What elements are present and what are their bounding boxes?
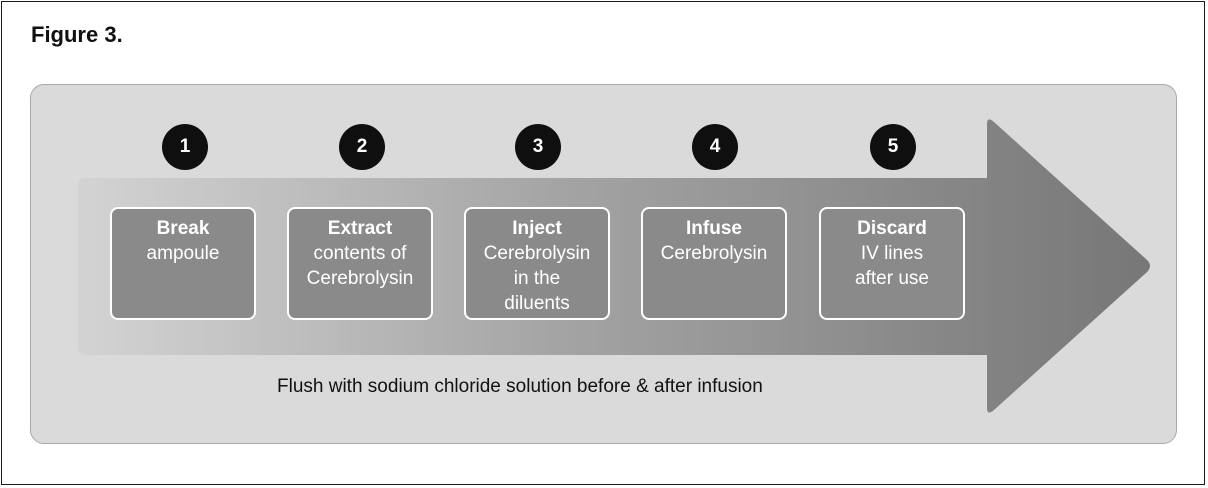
step-2-detail: contents of Cerebrolysin [306,243,414,289]
step-4-box: Infuse Cerebrolysin [641,207,787,320]
step-5-number-badge: 5 [870,124,916,170]
flush-instruction: Flush with sodium chloride solution befo… [277,376,763,397]
step-3-verb: Inject [512,218,562,239]
step-2-number-badge: 2 [339,124,385,170]
step-1-verb: Break [156,218,210,239]
figure-title: Figure 3. [31,22,123,47]
step-4-number-badge: 4 [692,124,738,170]
step-2-box: Extract contents of Cerebrolysin [287,207,433,320]
step-3-box: Inject Cerebrolysin in the diluents [464,207,610,320]
step-5-detail: IV lines after use [855,243,929,289]
step-1-number-badge: 1 [162,124,208,170]
step-5-verb: Discard [857,218,927,239]
step-1-detail: ampoule [146,243,220,264]
step-1-box: Break ampoule [110,207,256,320]
step-4-verb: Infuse [686,218,742,239]
step-4-detail: Cerebrolysin [660,243,768,264]
step-3-detail: Cerebrolysin in the diluents [483,243,591,314]
step-3-number-badge: 3 [515,124,561,170]
step-5-box: Discard IV lines after use [819,207,965,320]
step-2-verb: Extract [327,218,393,239]
arrow-shape [78,119,1150,413]
